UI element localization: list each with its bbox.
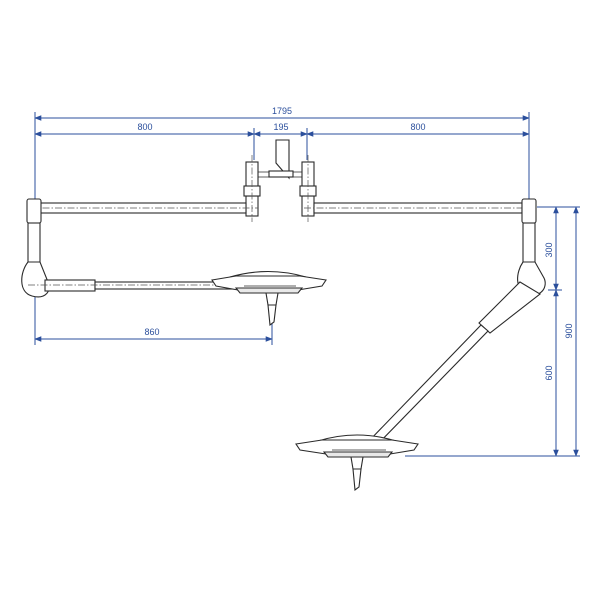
- right-arm: [304, 198, 546, 449]
- right-lamp-head: [295, 434, 419, 492]
- dim-lower-height: 600: [544, 289, 559, 457]
- left-elbow-joint: [26, 198, 42, 224]
- dim-left-reach: 860: [34, 327, 273, 342]
- dim-total-height-label: 900: [564, 323, 574, 338]
- left-handle-collar: [265, 292, 279, 306]
- dim-lower-height-label: 600: [544, 365, 554, 380]
- dim-left-arm-label: 800: [137, 122, 152, 132]
- right-handle-collar: [350, 456, 364, 470]
- dim-center-gap-label: 195: [273, 122, 288, 132]
- left-lamp-arm-thick: [44, 279, 96, 292]
- dim-right-arm: 800: [306, 122, 530, 137]
- dim-overall-width-label: 1795: [272, 106, 292, 116]
- dim-left-arm: 800: [34, 122, 255, 137]
- right-sterile-handle: [352, 468, 362, 492]
- dim-total-height: 900: [564, 206, 579, 457]
- mount-plate: [275, 139, 290, 180]
- dim-overall-width: 1795: [34, 106, 530, 121]
- right-spring-arm: [522, 222, 536, 264]
- left-sterile-handle: [267, 304, 277, 327]
- left-lamp-head: [211, 271, 327, 327]
- right-lamp-lens: [322, 451, 394, 458]
- left-lamp-lens: [234, 287, 304, 294]
- right-elbow-joint: [521, 198, 537, 224]
- ceiling-mount: [243, 139, 317, 222]
- dim-center-gap: 195: [253, 122, 308, 137]
- left-lamp-body: [211, 275, 327, 291]
- mount-axis: [268, 170, 294, 178]
- dim-upper-height: 300: [544, 206, 559, 291]
- dim-upper-height-label: 300: [544, 242, 554, 257]
- left-arm: [21, 198, 300, 298]
- right-lamp-arm: [366, 324, 489, 449]
- dim-left-reach-label: 860: [144, 327, 159, 337]
- right-lamp-body: [295, 439, 419, 455]
- right-lamp-arm-thick: [478, 281, 541, 334]
- dim-right-arm-label: 800: [410, 122, 425, 132]
- left-spring-arm: [27, 222, 41, 264]
